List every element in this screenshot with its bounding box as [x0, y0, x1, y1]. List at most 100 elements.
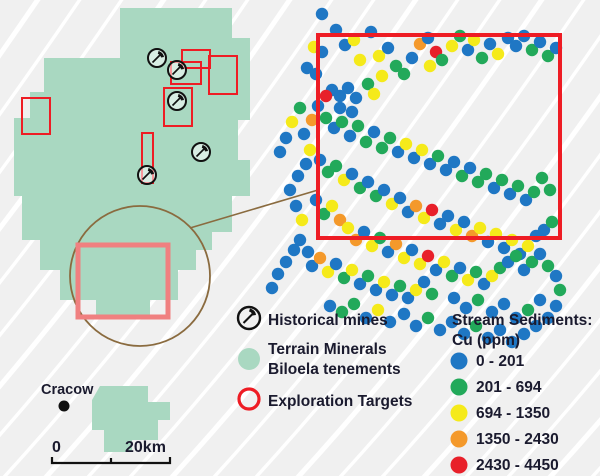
sample-point — [437, 255, 451, 269]
sample-point — [495, 173, 509, 187]
inset-zoom-rectangle[interactable] — [75, 242, 171, 320]
sediment-legend-item[interactable]: 2430 - 4450 — [450, 456, 559, 475]
sample-point — [527, 185, 541, 199]
sample-point — [287, 243, 301, 257]
sample-point — [385, 288, 399, 302]
sample-point — [337, 271, 351, 285]
sample-point — [283, 183, 297, 197]
inset-zoom-circle[interactable] — [69, 205, 211, 347]
sample-point — [435, 53, 449, 67]
historical-mine-marker[interactable] — [167, 60, 187, 80]
sample-point — [335, 305, 349, 319]
sample-point-group — [265, 7, 567, 349]
historical-mine-marker[interactable] — [167, 91, 187, 111]
sample-point — [383, 315, 397, 329]
place-label-cracow: Cracow — [41, 382, 94, 398]
sample-point — [333, 101, 347, 115]
sample-point — [372, 49, 386, 63]
inset-leader-line — [189, 189, 319, 229]
sample-point — [449, 223, 463, 237]
legend-item-historical-mines[interactable]: Historical mines — [236, 305, 388, 331]
sample-point — [329, 159, 343, 173]
sediment-legend-item[interactable]: 1350 - 2430 — [450, 430, 559, 449]
sample-point — [361, 175, 375, 189]
sample-point — [521, 303, 535, 317]
sample-point — [463, 161, 477, 175]
legend-label-exploration-targets: Exploration Targets — [268, 393, 412, 410]
sediment-legend-item[interactable]: 201 - 694 — [450, 378, 542, 397]
sample-point — [535, 171, 549, 185]
sample-point — [365, 239, 379, 253]
sample-point — [529, 319, 543, 333]
historical-mine-marker[interactable] — [147, 48, 167, 68]
sample-point — [391, 145, 405, 159]
sample-point — [393, 279, 407, 293]
sample-point — [471, 293, 485, 307]
sample-point — [497, 241, 511, 255]
sample-point — [445, 39, 459, 53]
sediment-legend-label: 0 - 201 — [476, 353, 525, 370]
sample-point — [315, 7, 329, 21]
sample-point — [279, 255, 293, 269]
sample-point — [471, 175, 485, 189]
sample-point — [409, 319, 423, 333]
sample-point — [439, 163, 453, 177]
sample-point — [447, 291, 461, 305]
sample-point — [445, 269, 459, 283]
sample-point — [509, 311, 523, 325]
exploration-target-rect[interactable] — [163, 87, 193, 127]
historical-mine-marker[interactable] — [191, 142, 211, 162]
sample-point — [341, 221, 355, 235]
inset-detail-box[interactable] — [316, 33, 562, 240]
sample-point — [289, 199, 303, 213]
exploration-target-rect[interactable] — [208, 55, 238, 95]
sample-point — [319, 111, 333, 125]
sample-point — [359, 311, 373, 325]
sample-point — [505, 335, 519, 349]
pick-hammer-icon — [236, 305, 262, 331]
sample-point — [433, 217, 447, 231]
sample-point — [375, 69, 389, 83]
historical-mine-group[interactable] — [137, 48, 211, 185]
sample-point — [397, 251, 411, 265]
sample-point — [361, 269, 375, 283]
sediment-legend-title-line1: Stream Sediments: — [452, 312, 592, 329]
legend-item-tenements[interactable]: Terrain Minerals Biloela tenements — [238, 341, 401, 378]
sample-point — [409, 283, 423, 297]
sample-point — [455, 169, 469, 183]
sample-point — [533, 247, 547, 261]
sample-point — [343, 129, 357, 143]
sample-point — [511, 179, 525, 193]
sample-point — [351, 119, 365, 133]
sample-point — [413, 257, 427, 271]
sample-point — [541, 311, 555, 325]
sample-point — [537, 223, 551, 237]
exploration-target-rect[interactable] — [21, 97, 51, 135]
sample-point — [347, 297, 361, 311]
sample-point — [353, 53, 367, 67]
sample-point — [293, 233, 307, 247]
sample-point — [359, 135, 373, 149]
sample-point — [335, 115, 349, 129]
sample-point — [305, 259, 319, 273]
sample-point — [401, 291, 415, 305]
sediment-legend-item[interactable]: 0 - 201 — [450, 352, 525, 371]
historical-mine-marker[interactable] — [137, 165, 157, 185]
sample-point — [453, 261, 467, 275]
sample-point — [271, 267, 285, 281]
sample-point — [371, 303, 385, 317]
sample-point — [279, 131, 293, 145]
sample-point — [533, 35, 547, 49]
sample-point — [475, 51, 489, 65]
sample-point — [300, 61, 314, 75]
tenement-lower-polygon — [92, 386, 170, 452]
sample-point — [333, 89, 347, 103]
sample-point — [431, 149, 445, 163]
sample-point — [329, 257, 343, 271]
sample-point — [353, 277, 367, 291]
sediment-legend-item[interactable]: 694 - 1350 — [450, 404, 551, 423]
sediment-legend-swatch — [450, 430, 468, 448]
legend-item-exploration-targets[interactable]: Exploration Targets — [237, 387, 412, 411]
sample-point — [405, 243, 419, 257]
